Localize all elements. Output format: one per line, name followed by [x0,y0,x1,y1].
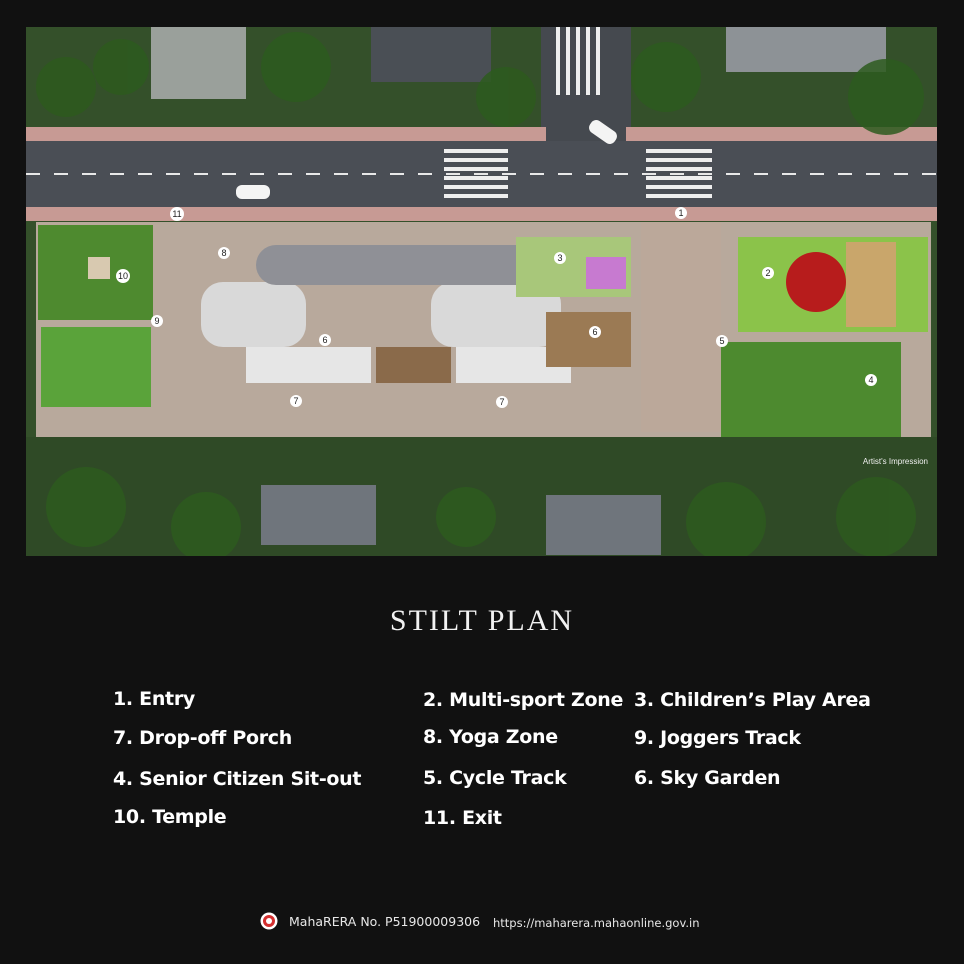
marker-6a: 6 [322,335,327,345]
legend-multi-sport-zone: 2. Multi-sport Zone [423,689,624,711]
legend-sky-garden: 6. Sky Garden [634,767,781,789]
legend-yoga-zone: 8. Yoga Zone [423,726,558,748]
marker-4: 4 [868,375,873,385]
marker-3: 3 [557,253,562,263]
page-title: STILT PLAN [389,604,575,637]
marker-7b: 7 [499,397,504,407]
legend-temple: 10. Temple [113,806,227,828]
legend-joggers-track: 9. Joggers Track [634,727,801,749]
legend-childrens-play-area: 3. Children’s Play Area [634,689,871,711]
marker-11: 11 [172,209,181,219]
marker-8: 8 [221,248,226,258]
artist-impression-credit: Artist's Impression [863,457,928,466]
legend-senior-citizen-sit-out: 4. Senior Citizen Sit-out [113,768,362,790]
marker-2: 2 [765,268,770,278]
marker-9: 9 [154,316,159,326]
marker-5: 5 [719,336,724,346]
maharera-number: MahaRERA No. P51900009306 [289,914,481,929]
maharera-url[interactable]: https://maharera.mahaonline.gov.in [493,916,700,930]
site-plan-illustration: 1 2 3 4 5 6 6 7 7 8 9 10 11 Artist's Imp… [26,27,937,556]
marker-10: 10 [118,271,128,281]
legend-exit: 11. Exit [423,807,502,829]
legend-entry: 1. Entry [113,688,195,710]
marker-6b: 6 [592,327,597,337]
legend-cycle-track: 5. Cycle Track [423,767,567,789]
maharera-logo-icon [260,912,278,930]
marker-7a: 7 [293,396,298,406]
legend-drop-off-porch: 7. Drop-off Porch [113,727,292,749]
marker-1: 1 [678,208,683,218]
